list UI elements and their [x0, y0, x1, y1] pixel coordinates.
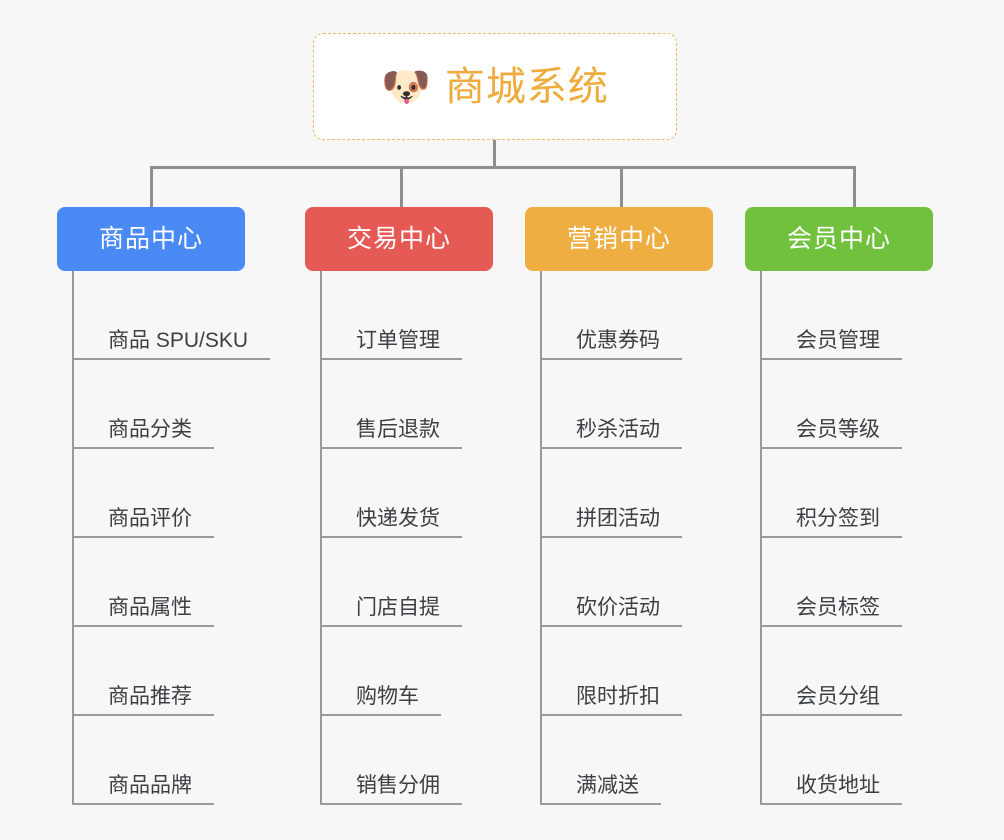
leaf-item[interactable]: 积分签到 — [760, 449, 933, 538]
leaf-item[interactable]: 收货地址 — [760, 716, 933, 805]
leaf-item[interactable]: 商品品牌 — [72, 716, 245, 805]
leaf-item[interactable]: 会员分组 — [760, 627, 933, 716]
leaf-item-label: 秒杀活动 — [542, 418, 682, 449]
leaf-item-label: 满减送 — [542, 774, 661, 805]
leaf-item[interactable]: 购物车 — [320, 627, 493, 716]
leaf-item-label: 门店自提 — [322, 596, 462, 627]
leaf-item[interactable]: 限时折扣 — [540, 627, 713, 716]
root-node[interactable]: 🐶 商城系统 — [313, 33, 677, 140]
leaf-item-label: 快递发货 — [322, 507, 462, 538]
leaf-item-label: 售后退款 — [322, 418, 462, 449]
leaf-item-label: 会员标签 — [762, 596, 902, 627]
leaf-item-label: 优惠券码 — [542, 329, 682, 360]
connector-drop-1 — [150, 166, 153, 208]
leaf-item-label: 商品分类 — [74, 418, 214, 449]
leaf-item-label: 积分签到 — [762, 507, 902, 538]
leaf-item-label: 拼团活动 — [542, 507, 682, 538]
leaf-item[interactable]: 销售分佣 — [320, 716, 493, 805]
connector-drop-4 — [853, 166, 856, 208]
connector-root-stem — [493, 140, 496, 167]
leaf-list-1: 商品 SPU/SKU 商品分类 商品评价 商品属性 商品推荐 商品品牌 — [72, 271, 271, 805]
leaf-item-label: 商品评价 — [74, 507, 214, 538]
leaf-item[interactable]: 售后退款 — [320, 360, 493, 449]
branch-column-3: 营销中心 优惠券码 秒杀活动 拼团活动 砍价活动 限时折扣 满减送 — [525, 207, 713, 805]
leaf-item-label: 会员分组 — [762, 685, 902, 716]
leaf-item[interactable]: 满减送 — [540, 716, 713, 805]
leaf-list-2: 订单管理 售后退款 快递发货 门店自提 购物车 销售分佣 — [320, 271, 493, 805]
leaf-item-label: 商品品牌 — [74, 774, 214, 805]
category-header-4[interactable]: 会员中心 — [745, 207, 933, 271]
connector-horizontal-bus — [150, 166, 855, 169]
category-header-3[interactable]: 营销中心 — [525, 207, 713, 271]
leaf-item-label: 销售分佣 — [322, 774, 462, 805]
leaf-item-label: 购物车 — [322, 685, 441, 716]
leaf-item-label: 收货地址 — [762, 774, 902, 805]
leaf-item-label: 会员等级 — [762, 418, 902, 449]
leaf-item-label: 会员管理 — [762, 329, 902, 360]
leaf-item-label: 商品属性 — [74, 596, 214, 627]
leaf-item[interactable]: 快递发货 — [320, 449, 493, 538]
shiba-dog-face-icon: 🐶 — [381, 64, 431, 109]
category-header-1[interactable]: 商品中心 — [57, 207, 245, 271]
leaf-item[interactable]: 商品分类 — [72, 360, 245, 449]
leaf-item[interactable]: 会员标签 — [760, 538, 933, 627]
category-header-2[interactable]: 交易中心 — [305, 207, 493, 271]
leaf-item[interactable]: 商品评价 — [72, 449, 245, 538]
connector-drop-3 — [620, 166, 623, 208]
leaf-item[interactable]: 会员等级 — [760, 360, 933, 449]
leaf-list-3: 优惠券码 秒杀活动 拼团活动 砍价活动 限时折扣 满减送 — [540, 271, 713, 805]
branch-column-2: 交易中心 订单管理 售后退款 快递发货 门店自提 购物车 销售分佣 — [305, 207, 493, 805]
leaf-item[interactable]: 商品推荐 — [72, 627, 245, 716]
leaf-item[interactable]: 订单管理 — [320, 271, 493, 360]
leaf-item[interactable]: 门店自提 — [320, 538, 493, 627]
branch-column-4: 会员中心 会员管理 会员等级 积分签到 会员标签 会员分组 收货地址 — [745, 207, 933, 805]
leaf-item[interactable]: 砍价活动 — [540, 538, 713, 627]
root-title: 商城系统 — [444, 64, 609, 109]
leaf-item[interactable]: 秒杀活动 — [540, 360, 713, 449]
leaf-item[interactable]: 优惠券码 — [540, 271, 713, 360]
leaf-item-label: 砍价活动 — [542, 596, 682, 627]
leaf-item[interactable]: 会员管理 — [760, 271, 933, 360]
leaf-item[interactable]: 商品属性 — [72, 538, 245, 627]
leaf-item-label: 商品 SPU/SKU — [74, 329, 271, 360]
branch-column-1: 商品中心 商品 SPU/SKU 商品分类 商品评价 商品属性 商品推荐 商品品牌 — [57, 207, 271, 805]
leaf-item-label: 限时折扣 — [542, 685, 682, 716]
leaf-item[interactable]: 拼团活动 — [540, 449, 713, 538]
leaf-item-label: 订单管理 — [322, 329, 462, 360]
leaf-item[interactable]: 商品 SPU/SKU — [72, 271, 271, 360]
leaf-item-label: 商品推荐 — [74, 685, 214, 716]
connector-drop-2 — [400, 166, 403, 208]
leaf-list-4: 会员管理 会员等级 积分签到 会员标签 会员分组 收货地址 — [760, 271, 933, 805]
